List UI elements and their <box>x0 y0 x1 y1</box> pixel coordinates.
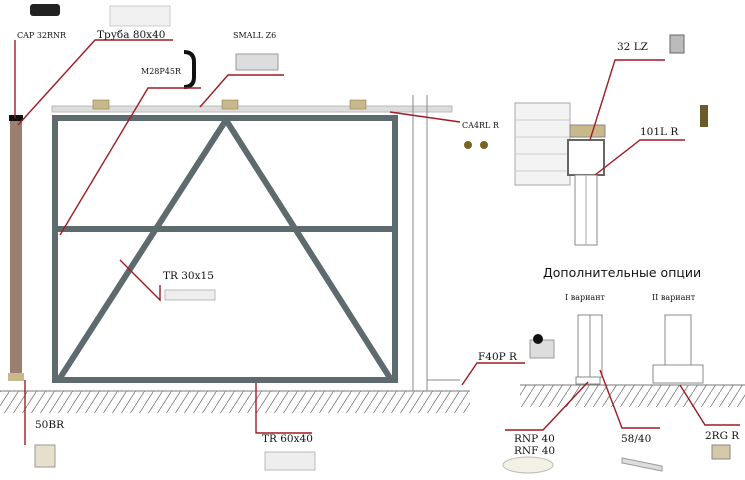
label-pipe-80x40: Труба 80x40 <box>97 29 165 41</box>
tr60-image <box>264 451 316 471</box>
label-rnf-40: RNF 40 <box>514 445 555 457</box>
50br-image <box>34 444 56 468</box>
2rg-image <box>711 444 731 460</box>
label-ca4rl-r: CA4RL R <box>462 121 500 130</box>
58-40-image <box>621 457 663 472</box>
label-101l-r: 101L R <box>640 126 679 138</box>
post <box>8 115 24 381</box>
options-heading: Дополнительные опции <box>543 265 701 280</box>
variant-1-label: I вариант <box>565 293 606 302</box>
pipe-image <box>109 5 171 27</box>
label-2rg-r: 2RG R <box>705 430 740 442</box>
leader-lines <box>14 39 740 445</box>
top-rail <box>51 105 453 113</box>
label-f40p-r: F40P R <box>478 351 518 363</box>
tr30-image <box>164 289 216 301</box>
50br-base <box>8 373 24 381</box>
cap-image <box>30 4 60 16</box>
handle-image <box>183 50 196 89</box>
label-50br: 50BR <box>35 419 65 431</box>
variant-2-drawing <box>652 314 704 384</box>
variant-2-label: II вариант <box>652 293 696 302</box>
rnp-image <box>502 456 554 474</box>
part-images <box>30 4 731 474</box>
label-tr-60x40: TR 60x40 <box>262 433 313 445</box>
label-tr-30x15: TR 30x15 <box>163 270 214 282</box>
small-z6-image <box>235 53 279 71</box>
rail-section-detail <box>514 34 708 246</box>
ground <box>0 384 745 413</box>
label-rnp-40: RNP 40 <box>514 433 555 445</box>
label-m28p45r: M28P45R <box>141 67 182 76</box>
label-58-40: 58/40 <box>621 433 651 445</box>
f40p-image <box>533 334 543 344</box>
label-32lz: 32 LZ <box>617 41 648 53</box>
label-small-z6: SMALL Z6 <box>233 31 276 40</box>
101l-part <box>700 105 708 127</box>
label-cap-32rnr: CAP 32RNR <box>17 31 67 40</box>
gate-frame <box>52 115 398 383</box>
32lz-part <box>669 34 685 54</box>
rail-rollers <box>92 99 367 110</box>
cap-part <box>9 115 23 121</box>
variant-1-drawing <box>575 314 603 385</box>
wall <box>412 95 460 391</box>
